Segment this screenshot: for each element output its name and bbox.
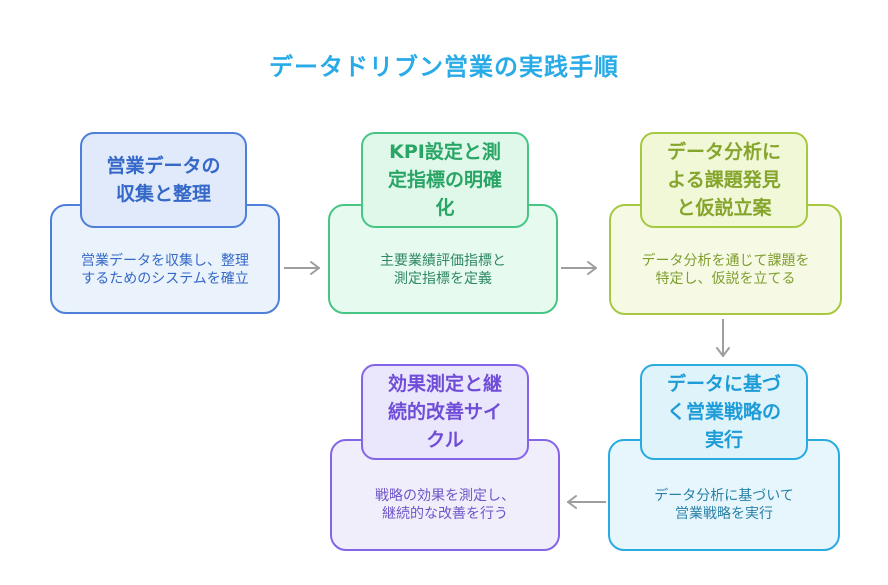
step-2-header-box: KPI設定と測 定指標の明確 化 (361, 132, 529, 228)
diagram-title: データドリブン営業の実践手順 (269, 53, 619, 81)
step-5-header-box: 効果測定と継 続的改善サイ クル (361, 364, 529, 460)
step-5-body-text: 戦略の効果を測定し、 継続的な改善を行う (375, 488, 515, 522)
step-3-header-box: データ分析に よる課題発見 と仮説立案 (640, 132, 808, 228)
step-1-body-text: 営業データを収集し、整理 するためのシステムを確立 (81, 253, 249, 287)
arrow-step2-to-step3-right-icon (560, 260, 601, 280)
arrow-step3-to-step4-down-icon (715, 318, 731, 365)
step-1-header-box: 営業データの 収集と整理 (80, 132, 247, 228)
step-group-5: 戦略の効果を測定し、 継続的な改善を行う 効果測定と継 続的改善サイ クル (330, 364, 560, 551)
step-group-2: 主要業績評価指標と 測定指標を定義 KPI設定と測 定指標の明確 化 (328, 132, 558, 314)
step-group-4: データ分析に基づいて 営業戦略を実行 データに基づ く営業戦略の 実行 (608, 364, 840, 551)
step-group-1: 営業データを収集し、整理 するためのシステムを確立 営業データの 収集と整理 (50, 132, 280, 314)
step-group-3: データ分析を通じて課題を 特定し、仮説を立てる データ分析に よる課題発見 と仮… (609, 132, 842, 315)
step-4-header-box: データに基づ く営業戦略の 実行 (640, 364, 808, 460)
step-4-body-text: データ分析に基づいて 営業戦略を実行 (654, 488, 794, 522)
step-2-body-text: 主要業績評価指標と 測定指標を定義 (380, 253, 506, 287)
arrow-step1-to-step2-right-icon (283, 260, 324, 280)
step-3-body-text: データ分析を通じて課題を 特定し、仮説を立てる (641, 253, 810, 287)
arrow-step4-to-step5-left-icon (562, 494, 607, 514)
